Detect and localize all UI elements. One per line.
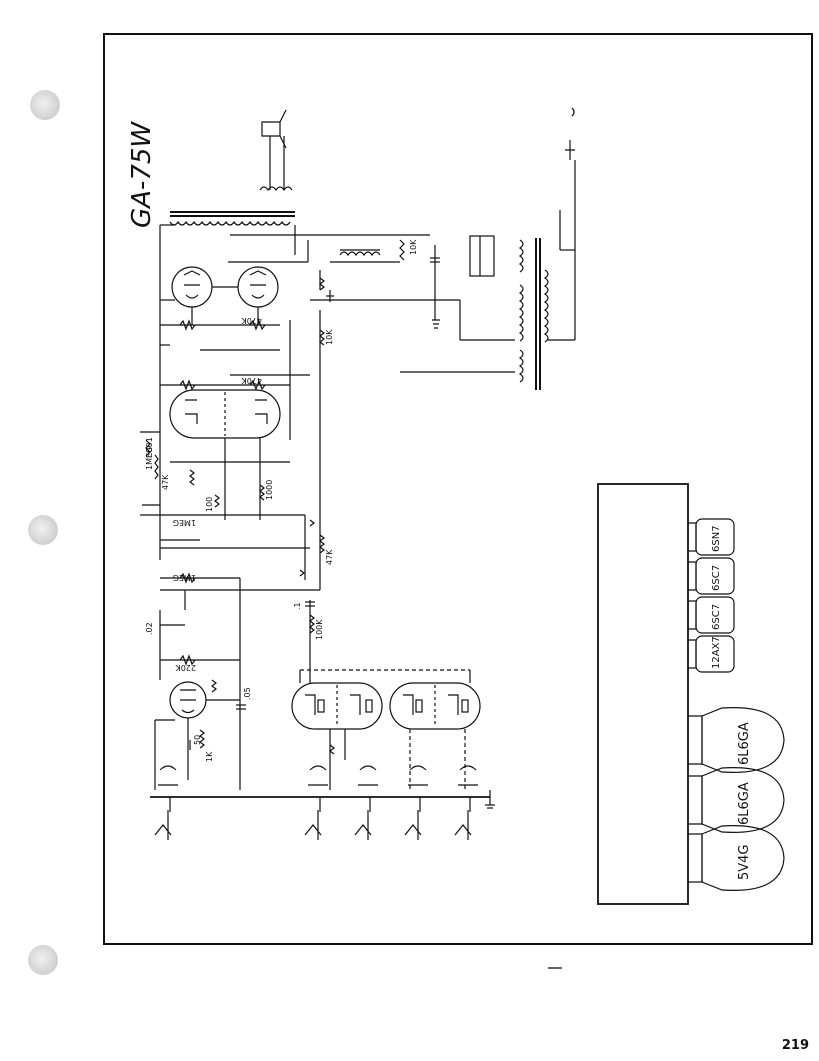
component-label: 1MEG xyxy=(173,518,196,527)
rectifier-tube-icon xyxy=(688,825,785,891)
power-tube-pair xyxy=(160,240,309,325)
component-label: 1MEG xyxy=(173,573,196,582)
frame-border xyxy=(103,33,813,945)
component-label: 50 xyxy=(193,735,202,745)
twin-triode-tubes xyxy=(291,600,481,790)
tube-label: 6L6GA xyxy=(737,722,752,765)
component-label: 470K xyxy=(241,316,262,325)
page-number: 219 xyxy=(781,1038,809,1053)
component-label: 100 xyxy=(205,497,214,512)
small-tube-icon xyxy=(688,596,735,634)
tube-layout-box: 6SN7 6SC7 6SC7 12AX7 6L6GA 6L6GA 5V4G xyxy=(597,483,785,905)
component-label: .05 xyxy=(243,687,252,700)
preamp-tube-left xyxy=(154,679,246,790)
component-label: 10K xyxy=(325,329,334,345)
component-label: 47K xyxy=(161,474,170,490)
component-label: 1MEG xyxy=(145,447,154,470)
component-label: 47K xyxy=(325,549,334,565)
component-label: 1000 xyxy=(265,480,274,500)
component-label: 10K xyxy=(409,239,418,255)
tube-label: 6SN7 xyxy=(711,525,722,552)
tone-network xyxy=(140,431,325,790)
component-label: 220K xyxy=(175,663,196,672)
tube-label: 12AX7 xyxy=(711,636,722,669)
small-tube-icon xyxy=(688,518,735,556)
small-tube-icon xyxy=(688,557,735,595)
diagram-title: GA-75W xyxy=(127,121,157,228)
component-label: 470K xyxy=(241,376,262,385)
tube-label: 5V4G xyxy=(737,844,752,880)
small-tube-icon xyxy=(688,635,735,673)
punch-hole-top xyxy=(30,90,60,120)
component-label: .02 xyxy=(145,622,154,635)
scan-mark xyxy=(548,967,562,969)
component-label: .001 xyxy=(145,437,154,455)
power-tube-icon xyxy=(688,767,785,833)
punch-hole-bottom xyxy=(28,945,58,975)
tube-label: 6SC7 xyxy=(711,565,722,591)
component-label: .1 xyxy=(293,602,302,610)
power-transformer xyxy=(400,107,576,390)
punch-hole-middle xyxy=(28,515,58,545)
input-jacks xyxy=(154,765,478,840)
filter-choke xyxy=(310,239,460,329)
component-label: 1K xyxy=(205,751,214,762)
tube-label: 6L6GA xyxy=(737,782,752,825)
component-label: 100K xyxy=(315,619,324,640)
phase-inverter-tube xyxy=(159,300,325,590)
output-transformer xyxy=(159,109,430,300)
ground-bus xyxy=(150,790,495,809)
power-tube-icon xyxy=(688,707,785,773)
tube-label: 6SC7 xyxy=(711,604,722,630)
